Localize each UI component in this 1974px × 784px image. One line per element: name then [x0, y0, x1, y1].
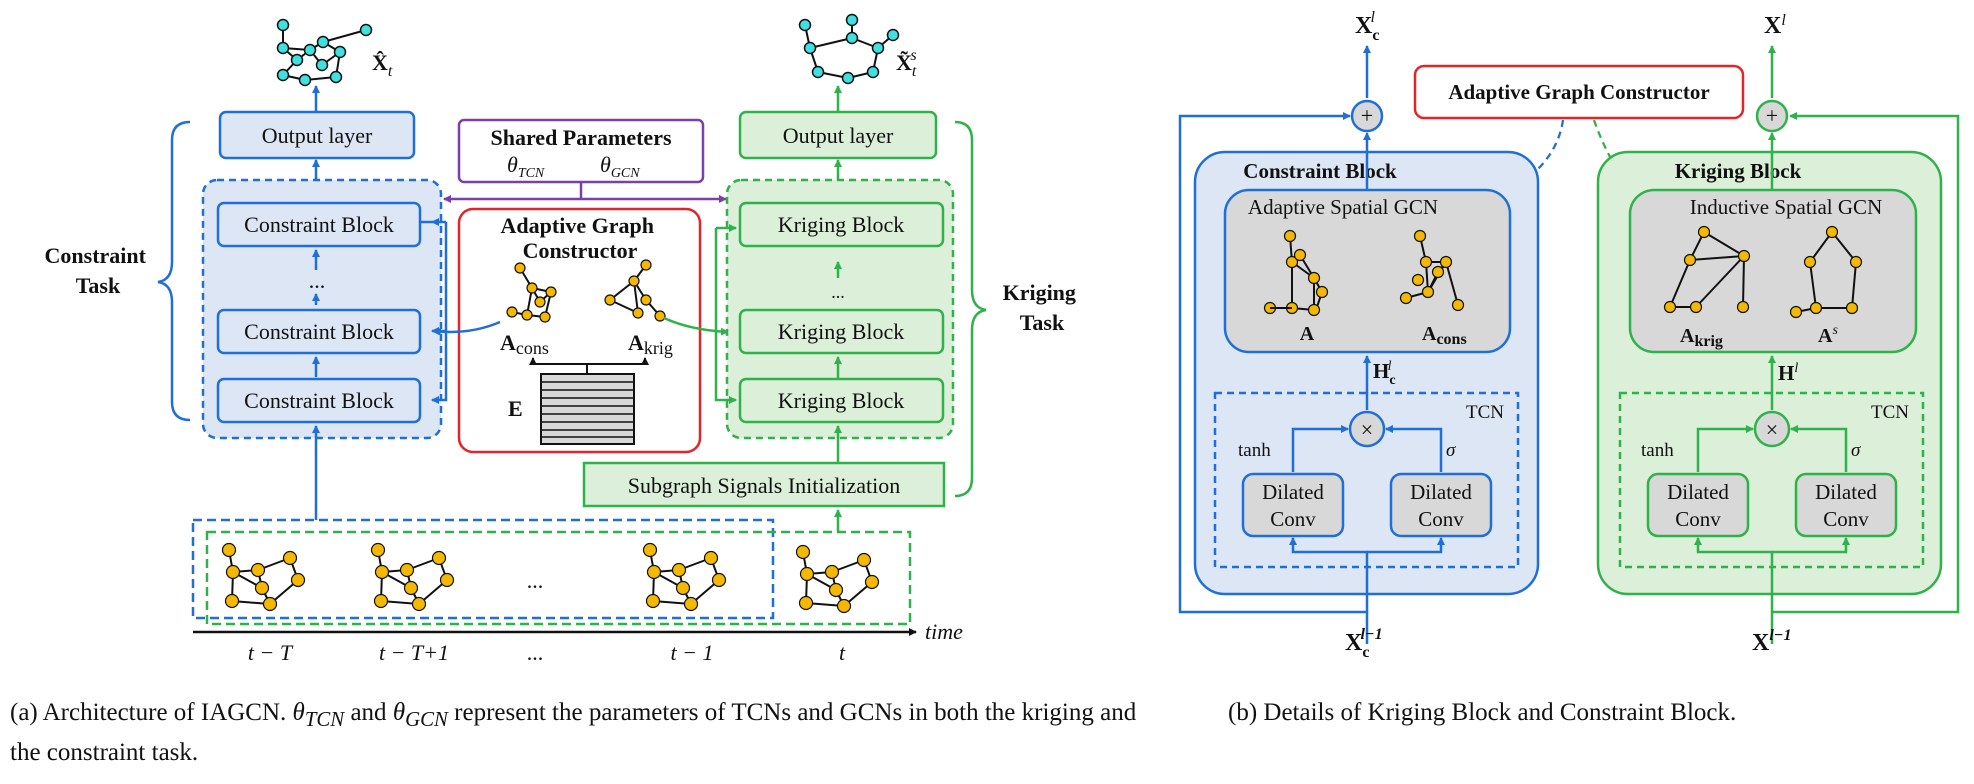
- tcn-label-kriging: TCN: [1871, 402, 1909, 423]
- times-node-kriging: [1753, 410, 1791, 448]
- dilated-conv-kriging-right: [1794, 472, 1898, 538]
- kriging-block-2-label: Kriging Block: [778, 319, 905, 344]
- inductive-spatial-gcn-title: Inductive Spatial GCN: [1690, 195, 1882, 219]
- dilated-conv-constraint-left: [1241, 472, 1345, 538]
- input-graph-t-1: [642, 542, 727, 612]
- xc-input-label: Xcl−1: [1345, 626, 1383, 661]
- adaptive-spatial-gcn-title: Adaptive Spatial GCN: [1248, 195, 1438, 219]
- kriging-dots: ...: [831, 282, 845, 302]
- constraint-task-brace: [157, 120, 191, 422]
- input-dots: ...: [527, 568, 544, 593]
- panel-b: Xcl Xl Adaptive Graph Constructor Constr…: [1178, 9, 1960, 661]
- constraint-block-1: [216, 201, 422, 248]
- plus-node-kriging: [1755, 99, 1789, 133]
- caption-b: (b) Details of Kriging Block and Constra…: [1228, 699, 1737, 726]
- input-graph-t-T: [221, 542, 306, 612]
- kriging-task-label: Kriging Task: [1003, 280, 1082, 335]
- times-symbol-constraint: ×: [1361, 417, 1373, 442]
- a-cons-to-constraint-link: [433, 320, 501, 336]
- time-axis-label: time: [925, 619, 963, 644]
- agc-right-title: Adaptive Graph Constructor: [1448, 80, 1709, 104]
- constraint-dots: ...: [309, 268, 326, 293]
- kriging-input-window: [205, 530, 912, 626]
- constraint-block-2: [216, 308, 422, 355]
- caption-a: (a) Architecture of IAGCN. θTCN and θGCN…: [10, 699, 1137, 766]
- constraint-block-2-label: Constraint Block: [244, 319, 394, 344]
- tanh-label-constraint: tanh: [1238, 440, 1271, 461]
- a-krig-to-kriging-link: [663, 316, 729, 336]
- output-layer-constraint-label: Output layer: [262, 123, 373, 148]
- panel-a: X̂t X̃ts Constraint Task Output layer: [45, 13, 1082, 665]
- plus-node-constraint: [1350, 99, 1384, 133]
- plus-symbol-kriging: +: [1766, 103, 1778, 128]
- timestep-label-0: t − T: [248, 640, 294, 665]
- kriging-block-1-label: Kriging Block: [778, 212, 905, 237]
- x-input-label: Xl−1: [1752, 627, 1791, 656]
- constraint-block-1-label: Constraint Block: [244, 212, 394, 237]
- kriging-block-3: [738, 377, 945, 424]
- tcn-label-constraint: TCN: [1466, 402, 1504, 423]
- sigma-label-kriging: σ: [1851, 440, 1861, 461]
- agc-left-title: Adaptive Graph Constructor: [501, 213, 660, 263]
- agc-box-right: [1413, 64, 1745, 120]
- timestep-label-4: t: [839, 640, 846, 665]
- times-node-constraint: [1348, 410, 1386, 448]
- agc-to-adaptive-gcn: [1479, 119, 1565, 207]
- timestep-label-1: t − T+1: [379, 640, 449, 665]
- x-hat-label: X̂t: [372, 50, 393, 80]
- output-layer-constraint: [218, 110, 416, 160]
- shared-parameters-title: Shared Parameters: [490, 125, 671, 150]
- input-graph-t-T1: [370, 542, 455, 612]
- constraint-block-3: [216, 377, 422, 424]
- output-layer-kriging: [738, 110, 938, 160]
- h-c-label: Hcl: [1373, 359, 1396, 388]
- subgraph-init-label: Subgraph Signals Initialization: [628, 473, 901, 498]
- sigma-label-constraint: σ: [1446, 440, 1456, 461]
- kriging-block-2: [738, 308, 945, 355]
- constraint-task-label: Constraint Task: [45, 243, 152, 298]
- embedding-matrix-e: [540, 373, 635, 445]
- input-graph-t: [795, 544, 880, 614]
- x-tilde-label: X̃ts: [896, 47, 917, 80]
- kriging-block-1: [738, 201, 945, 248]
- dilated-conv-kriging-left: [1646, 472, 1750, 538]
- input-graphs: ...: [221, 542, 880, 614]
- output-layer-kriging-label: Output layer: [783, 123, 894, 148]
- times-symbol-kriging: ×: [1766, 417, 1778, 442]
- output-graph-constraint-nodes: [276, 18, 373, 87]
- tanh-label-kriging: tanh: [1641, 440, 1674, 461]
- timestep-label-3: t − 1: [671, 640, 714, 665]
- xcl-output-label: Xcl: [1355, 9, 1379, 44]
- e-label: E: [508, 396, 523, 421]
- h-label: Hl: [1778, 361, 1798, 385]
- kriging-block-detail-title: Kriging Block: [1675, 159, 1802, 183]
- timestep-label-2: ...: [527, 640, 544, 665]
- output-graph-constraint: [282, 25, 367, 81]
- plus-symbol-constraint: +: [1361, 103, 1373, 128]
- constraint-input-window: [191, 518, 775, 620]
- kriging-task-brace: [954, 120, 987, 498]
- dilated-conv-constraint-right: [1389, 472, 1493, 538]
- output-graph-kriging-nodes: [798, 13, 900, 85]
- constraint-block-detail-title: Constraint Block: [1243, 159, 1397, 183]
- constraint-block-3-label: Constraint Block: [244, 388, 394, 413]
- subgraph-init-box: [582, 461, 946, 508]
- xl-output-label: Xl: [1764, 12, 1786, 39]
- kriging-block-3-label: Kriging Block: [778, 388, 905, 413]
- a-label: A: [1300, 323, 1315, 345]
